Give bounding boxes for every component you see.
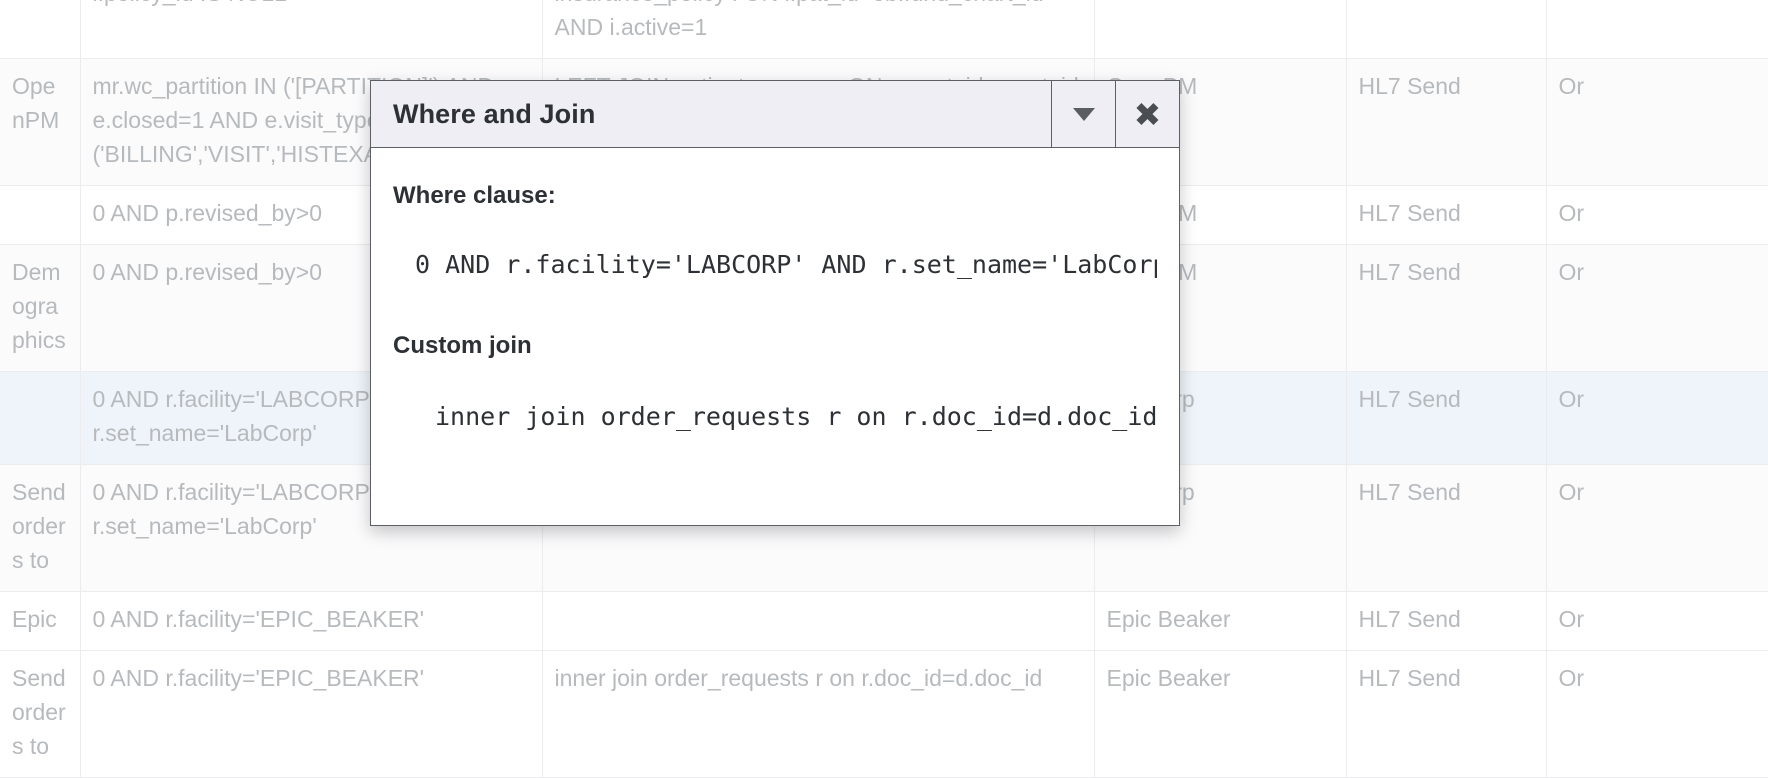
table-cell: Or [1546, 58, 1768, 186]
table-cell: insurance_policy i ON i.pat_id=eb.fund_c… [542, 0, 1095, 59]
table-cell: HL7 Send [1346, 371, 1547, 465]
table-cell: HL7 Send [1346, 244, 1547, 372]
table-cell [1094, 0, 1347, 59]
dialog-title: Where and Join [393, 98, 596, 129]
table-cell: 0 AND r.facility='EPIC_BEAKER' [80, 650, 543, 778]
table-cell: i.policy_id IS NULL [80, 0, 543, 59]
where-clause-label: Where clause: [393, 182, 556, 209]
table-cell: inner join order_requests r on r.doc_id=… [542, 650, 1095, 778]
table-cell [542, 591, 1095, 651]
table-cell: Or [1546, 244, 1768, 372]
caret-shape [1072, 107, 1095, 121]
where-clause-value: 0 AND r.facility='LABCORP' AND r.set_nam… [415, 250, 1157, 279]
table-cell [0, 185, 81, 245]
table-cell: HL7 Send [1346, 464, 1547, 592]
table-row[interactable]: i.policy_id IS NULLinsurance_policy i ON… [0, 0, 1768, 59]
where-and-join-dialog: Where and Join ✖ Where clause: 0 AND r.f… [370, 80, 1180, 526]
table-cell: 0 AND r.facility='EPIC_BEAKER' [80, 591, 543, 651]
table-cell: Or [1546, 464, 1768, 592]
table-cell: Or [1546, 650, 1768, 778]
table-cell: Epic [0, 591, 81, 651]
table-cell [0, 0, 81, 59]
table-cell: HL7 Send [1346, 58, 1547, 186]
custom-join-value: inner join order_requests r on r.doc_id=… [435, 402, 1157, 431]
chevron-down-icon[interactable] [1051, 81, 1115, 147]
table-cell [1346, 0, 1547, 59]
table-cell: Send orders to [0, 464, 81, 592]
table-cell [0, 371, 81, 465]
dialog-body: Where clause: 0 AND r.facility='LABCORP'… [371, 148, 1179, 525]
table-cell: Or [1546, 371, 1768, 465]
table-cell: HL7 Send [1346, 650, 1547, 778]
table-cell: Epic Beaker [1094, 591, 1347, 651]
table-cell: Send orders to [0, 650, 81, 778]
table-cell: HL7 Send [1346, 185, 1547, 245]
close-icon[interactable]: ✖ [1115, 81, 1179, 147]
table-cell [1546, 0, 1768, 59]
table-cell: Demographics [0, 244, 81, 372]
table-cell: HL7 Send [1346, 591, 1547, 651]
custom-join-label: Custom join [393, 332, 532, 359]
dialog-titlebar: Where and Join ✖ [371, 81, 1179, 148]
table-cell: Or [1546, 185, 1768, 245]
table-cell: Epic Beaker [1094, 650, 1347, 778]
close-glyph: ✖ [1133, 94, 1162, 134]
table-cell: mr.wc_partition IN ('[PARTITION]') AND e… [80, 58, 543, 186]
table-cell: Or [1546, 591, 1768, 651]
table-cell: OpenPM [0, 58, 81, 186]
